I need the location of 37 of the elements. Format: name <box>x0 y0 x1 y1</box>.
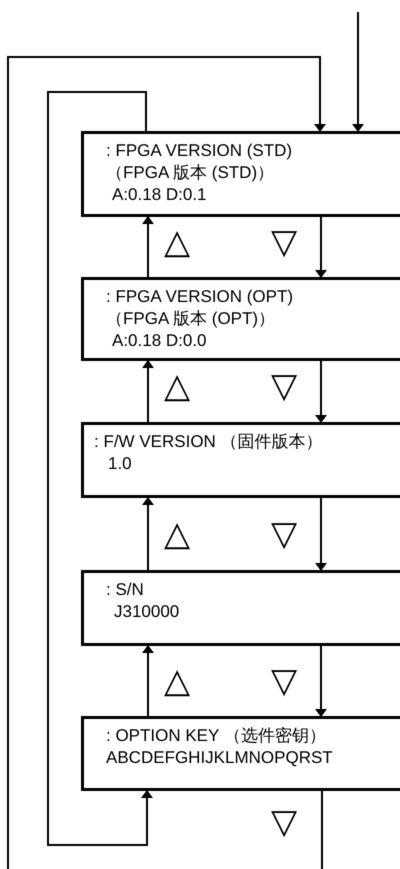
arrow <box>47 91 153 846</box>
menu-box <box>81 716 400 791</box>
button-symbol: ▽ <box>271 368 298 404</box>
menu-text: 1.0 <box>108 453 132 475</box>
arrow <box>315 646 327 717</box>
button-symbol: ▽ <box>271 224 298 260</box>
button-symbol: △ <box>164 663 190 699</box>
arrow <box>142 497 154 570</box>
menu-text: ABCDEFGHIJKLMNOPQRST <box>106 747 333 769</box>
menu-text: J310000 <box>114 601 180 623</box>
menu-text: A:0.18 D:0.0 <box>112 330 207 352</box>
button-symbol: △ <box>164 516 190 552</box>
arrow <box>315 361 327 423</box>
menu-text: : S/N <box>106 579 144 601</box>
arrow <box>142 216 154 277</box>
button-symbol: ▽ <box>271 516 298 552</box>
menu-text: : OPTION KEY （选件密钥） <box>106 725 326 747</box>
menu-box <box>81 277 400 361</box>
menu-box <box>81 570 400 646</box>
arrow <box>315 217 327 278</box>
menu-text: : F/W VERSION （固件版本） <box>94 431 323 453</box>
menu-box <box>81 422 400 498</box>
menu-text: : FPGA VERSION (STD) <box>106 140 292 162</box>
menu-text: A:0.18 D:0.1 <box>112 184 207 206</box>
menu-text: : FPGA VERSION (OPT) <box>106 286 294 308</box>
arrow <box>315 498 327 571</box>
menu-box <box>81 131 400 217</box>
arrow <box>142 360 154 422</box>
button-symbol: ▽ <box>271 804 298 840</box>
arrow <box>142 645 154 716</box>
button-symbol: △ <box>164 368 190 404</box>
button-symbol: △ <box>164 224 190 260</box>
menu-text: （FPGA 版本 (STD)） <box>106 162 274 184</box>
button-symbol: ▽ <box>271 663 298 699</box>
menu-text: （FPGA 版本 (OPT)） <box>106 308 276 330</box>
arrow <box>352 12 364 132</box>
arrow <box>7 56 326 869</box>
